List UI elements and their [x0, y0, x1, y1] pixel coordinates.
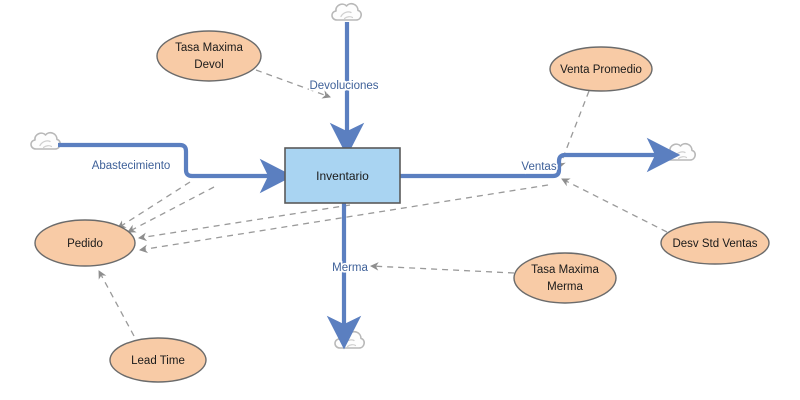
link-inventario-to-pedido: [138, 204, 351, 242]
link-desv-std-to-ventas: [561, 178, 668, 233]
flow-label-ventas-group[interactable]: Ventas Ventas: [520, 159, 559, 174]
flow-label-abastecimiento-halo: Abastecimiento: [92, 160, 171, 172]
variables-layer: Tasa Maxima Devol Venta Promedio Desv St…: [34, 30, 770, 383]
cloud-bottom-icon: [334, 330, 366, 349]
cloud-right-icon: [665, 142, 697, 161]
flow-label-ventas: Ventas: [521, 161, 556, 173]
flow-label-abastecimiento-group[interactable]: Abastecimiento Abastecimiento: [90, 158, 172, 173]
variable-desv-std-ventas[interactable]: Desv Std Ventas: [660, 221, 770, 265]
cloud-top-icon: [331, 2, 363, 21]
variable-lead-time-label: Lead Time: [131, 355, 185, 367]
variable-pedido-label: Pedido: [67, 238, 103, 250]
variable-tasa-maxima-merma-label-line1: Tasa Maxima: [531, 264, 599, 276]
variable-tasa-maxima-devol[interactable]: Tasa Maxima Devol: [156, 30, 262, 82]
flow-label-merma-halo: Merma: [332, 262, 368, 274]
variable-tasa-maxima-devol-label-line2: Devol: [194, 59, 223, 71]
flow-label-ventas-halo: Ventas: [521, 161, 556, 173]
variable-tasa-maxima-merma[interactable]: Tasa Maxima Merma: [513, 252, 617, 304]
flow-pipe-ventas: [400, 137, 681, 179]
link-tasa-devol-to-devoluciones: [255, 69, 331, 99]
flow-label-devoluciones: Devoluciones: [309, 80, 378, 92]
link-ventas-to-pedido: [139, 184, 549, 254]
flow-pipe-abastecimiento: [58, 142, 294, 194]
variable-tasa-maxima-devol-shape[interactable]: [156, 30, 262, 82]
variable-desv-std-ventas-shape[interactable]: [660, 221, 770, 265]
variable-tasa-maxima-merma-shape[interactable]: [513, 252, 617, 304]
variable-venta-promedio[interactable]: Venta Promedio: [549, 46, 653, 92]
flow-label-merma-group[interactable]: Merma Merma: [331, 260, 371, 275]
link-tasa-merma-to-merma: [370, 262, 515, 274]
stock-inventario[interactable]: Inventario: [284, 147, 401, 204]
stock-inventario-box[interactable]: [284, 147, 401, 204]
variable-venta-promedio-shape[interactable]: [549, 46, 653, 92]
flow-label-merma: Merma: [332, 262, 368, 274]
variable-tasa-maxima-devol-label-line1: Tasa Maxima: [175, 42, 243, 54]
link-abastecimiento-valve-to-pedido-b: [127, 186, 215, 233]
variable-tasa-maxima-merma-label-line2: Merma: [547, 281, 583, 293]
variable-lead-time-shape[interactable]: [109, 337, 207, 383]
variable-lead-time[interactable]: Lead Time: [109, 337, 207, 383]
cloud-left-icon: [30, 131, 62, 150]
flow-label-devoluciones-group[interactable]: Devoluciones Devoluciones: [308, 78, 380, 93]
variable-pedido[interactable]: Pedido: [34, 219, 136, 267]
flow-label-devoluciones-halo: Devoluciones: [309, 80, 378, 92]
stock-inventario-label: Inventario: [316, 169, 369, 183]
link-lead-time-to-pedido: [98, 270, 135, 337]
variable-desv-std-ventas-label: Desv Std Ventas: [672, 238, 757, 250]
flow-label-abastecimiento: Abastecimiento: [92, 160, 171, 172]
link-abastecimiento-valve-to-pedido-a: [117, 181, 191, 229]
variable-venta-promedio-label: Venta Promedio: [560, 64, 642, 76]
flow-pipes-layer: [58, 22, 681, 350]
flow-labels-layer: Abastecimiento Abastecimiento Devolucion…: [90, 78, 559, 275]
variable-pedido-shape[interactable]: [34, 219, 136, 267]
